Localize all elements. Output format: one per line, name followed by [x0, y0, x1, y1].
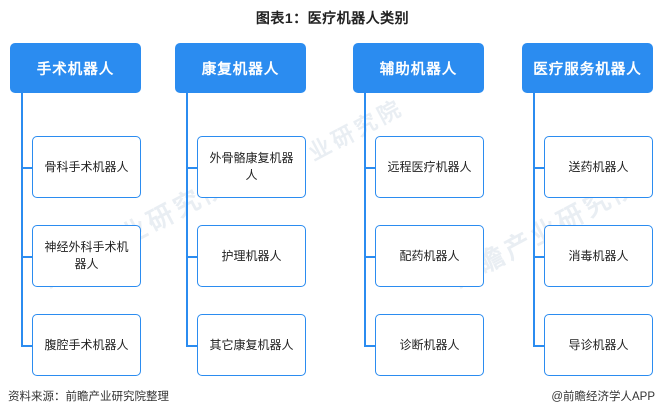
- category-child-1-1[interactable]: 骨科手术机器人: [32, 136, 141, 198]
- category-child-1-2[interactable]: 神经外科手术机器人: [32, 225, 141, 287]
- connector-stub: [21, 256, 32, 258]
- connector-stub: [364, 167, 375, 169]
- connector-stub: [533, 167, 544, 169]
- category-child-2-1[interactable]: 外骨骼康复机器人: [197, 136, 306, 198]
- connector-stub: [533, 345, 544, 347]
- category-child-1-3[interactable]: 腹腔手术机器人: [32, 314, 141, 376]
- page-title: 图表1：医疗机器人类别: [255, 10, 410, 26]
- org-chart: 前瞻产业研究院 前瞻产业研究院 前瞻产业研究院 手术机器人 骨科手术机器人 神经…: [0, 36, 665, 376]
- connector-stub: [186, 256, 197, 258]
- category-child-3-1[interactable]: 远程医疗机器人: [375, 136, 484, 198]
- connector-stub: [364, 256, 375, 258]
- category-child-3-2[interactable]: 配药机器人: [375, 225, 484, 287]
- credit-note: @前瞻经济学人APP: [551, 391, 655, 403]
- connector-stub: [186, 167, 197, 169]
- category-head-1[interactable]: 手术机器人: [10, 43, 141, 93]
- connector-stub: [21, 167, 32, 169]
- category-child-4-2[interactable]: 消毒机器人: [544, 225, 653, 287]
- category-child-3-3[interactable]: 诊断机器人: [375, 314, 484, 376]
- category-child-2-3[interactable]: 其它康复机器人: [197, 314, 306, 376]
- source-note: 资料来源：前瞻产业研究院整理: [8, 391, 169, 403]
- category-head-4[interactable]: 医疗服务机器人: [522, 43, 653, 93]
- connector-trunk: [364, 93, 366, 345]
- connector-stub: [186, 345, 197, 347]
- connector-stub: [21, 345, 32, 347]
- category-head-2[interactable]: 康复机器人: [175, 43, 306, 93]
- connector-stub: [364, 345, 375, 347]
- category-child-4-1[interactable]: 送药机器人: [544, 136, 653, 198]
- connector-stub: [533, 256, 544, 258]
- connector-trunk: [21, 93, 23, 345]
- connector-trunk: [186, 93, 188, 345]
- category-child-4-3[interactable]: 导诊机器人: [544, 314, 653, 376]
- category-head-3[interactable]: 辅助机器人: [353, 43, 484, 93]
- category-child-2-2[interactable]: 护理机器人: [197, 225, 306, 287]
- connector-trunk: [533, 93, 535, 345]
